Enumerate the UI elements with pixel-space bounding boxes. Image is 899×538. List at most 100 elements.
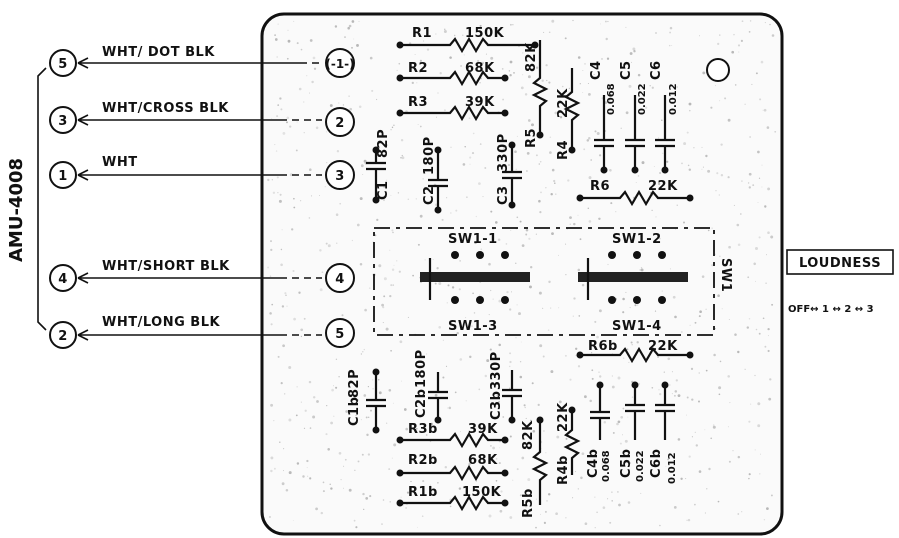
loudness-label: LOUDNESS — [799, 256, 881, 271]
svg-text:C5b: C5b — [619, 449, 634, 478]
connector-pin-row-5: 2 WHT/LONG BLK 5 — [49, 315, 355, 349]
svg-text:R4b: R4b — [556, 455, 571, 485]
svg-text:C2: C2 — [422, 185, 437, 205]
pin-number: 5 — [58, 57, 68, 72]
switch-ref-label: SW1 — [718, 258, 733, 292]
svg-text:330P: 330P — [496, 133, 511, 172]
wire-color-label: WHT/SHORT BLK — [102, 259, 230, 274]
svg-text:22K: 22K — [648, 339, 678, 354]
pad-number: (-1-) — [325, 57, 354, 71]
pin-number: 4 — [58, 272, 68, 287]
capacitor-c2: 180P C2 — [422, 136, 448, 214]
svg-text:R5: R5 — [524, 128, 539, 148]
connector-pin-row-3: 1 WHT 3 — [49, 155, 355, 190]
resistor-r1: R1 150K — [396, 26, 539, 54]
svg-text:39K: 39K — [468, 422, 498, 437]
capacitor-c2b: C2b 180P — [414, 349, 448, 424]
switch-section-label: SW1-4 — [612, 319, 662, 334]
svg-text:82K: 82K — [524, 42, 539, 72]
svg-text:22K: 22K — [556, 402, 571, 432]
resistor-value: 150K — [465, 26, 505, 41]
wire-color-label: WHT — [102, 155, 138, 170]
pin-number: 1 — [58, 169, 68, 184]
resistor-ref: R1 — [412, 26, 432, 41]
pad-number: 3 — [335, 169, 345, 184]
svg-text:150K: 150K — [462, 485, 502, 500]
svg-text:R2b: R2b — [408, 453, 438, 468]
capacitor-c3: 330P C3 — [496, 133, 522, 209]
svg-text:0.068: 0.068 — [601, 450, 612, 482]
connector-pin-row-1: 5 WHT/ DOT BLK (-1-) — [49, 45, 355, 78]
svg-text:R5b: R5b — [521, 488, 536, 518]
svg-text:68K: 68K — [468, 453, 498, 468]
switch-section-label: SW1-2 — [612, 232, 662, 247]
svg-text:0.022: 0.022 — [637, 83, 648, 115]
svg-text:R3b: R3b — [408, 422, 438, 437]
switch-section-label: SW1-3 — [448, 319, 498, 334]
resistor-r2: R2 68K — [396, 61, 509, 87]
svg-text:C6b: C6b — [649, 449, 664, 478]
svg-text:C1: C1 — [376, 180, 391, 200]
capacitor-c1b: C1b 82P — [347, 368, 386, 434]
svg-text:82P: 82P — [347, 369, 362, 398]
resistor-r2b: R2b 68K — [396, 453, 509, 482]
pad-number: 2 — [335, 116, 345, 131]
svg-text:R1b: R1b — [408, 485, 438, 500]
resistor-r1b: R1b 150K — [396, 485, 509, 512]
svg-text:C6: C6 — [649, 60, 664, 80]
svg-text:C4b: C4b — [586, 449, 601, 478]
wire-color-label: WHT/ DOT BLK — [102, 45, 215, 60]
svg-text:330P: 330P — [489, 351, 504, 390]
resistor-r6b: R6b 22K — [576, 339, 694, 364]
svg-text:82P: 82P — [376, 129, 391, 158]
connector-model-label: AMU-4008 — [6, 158, 27, 262]
resistor-r4: 22K R4 — [556, 68, 581, 160]
loudness-legend: LOUDNESS OFF↔ 1 ↔ 2 ↔ 3 — [786, 249, 894, 315]
connector-pin-row-4: 4 WHT/SHORT BLK 4 — [49, 259, 355, 293]
mounting-hole — [706, 58, 730, 82]
svg-text:C2b: C2b — [414, 389, 429, 418]
wire-color-label: WHT/LONG BLK — [102, 315, 220, 330]
resistor-r3b: R3b 39K — [396, 422, 509, 449]
resistor-r5b: 82K R5b — [521, 416, 549, 518]
svg-text:R6b: R6b — [588, 339, 618, 354]
connector-pin-row-2: 3 WHT/CROSS BLK 2 — [49, 101, 355, 137]
svg-text:C3b: C3b — [489, 391, 504, 420]
loudness-positions: OFF↔ 1 ↔ 2 ↔ 3 — [788, 304, 874, 315]
pin-number: 3 — [58, 114, 68, 129]
capacitor-c6b: C6b 0.012 — [649, 381, 678, 484]
capacitor-c5: C5 0.022 — [619, 60, 648, 174]
switch-sw1: SW1-1 SW1-2 SW1-3 SW1-4 SW1 — [373, 227, 733, 336]
resistor-r3: R3 39K — [396, 95, 509, 122]
svg-text:180P: 180P — [422, 136, 437, 175]
wire-color-label: WHT/CROSS BLK — [102, 101, 229, 116]
resistor-r6: R6 22K — [576, 179, 694, 207]
connector-bus — [37, 67, 47, 331]
svg-text:82K: 82K — [521, 420, 536, 450]
resistor-value: 68K — [465, 61, 495, 76]
capacitor-c6: C6 0.012 — [649, 60, 679, 174]
resistor-r4b: 22K R4b — [556, 402, 581, 485]
capacitor-c3b: C3b 330P — [489, 351, 522, 424]
resistor-ref: R2 — [408, 61, 428, 76]
svg-text:R4: R4 — [556, 140, 571, 160]
svg-text:0.068: 0.068 — [606, 83, 617, 115]
capacitor-c4: C4 0.068 — [589, 60, 617, 174]
svg-text:22K: 22K — [648, 179, 678, 194]
svg-text:180P: 180P — [414, 349, 429, 388]
svg-text:R6: R6 — [590, 179, 610, 194]
pcb-texture — [267, 19, 777, 529]
svg-text:C3: C3 — [496, 185, 511, 205]
svg-text:0.012: 0.012 — [668, 83, 679, 115]
capacitor-c4b: C4b 0.068 — [586, 381, 612, 482]
svg-text:C1b: C1b — [347, 397, 362, 426]
resistor-r5: 82K R5 — [524, 40, 549, 148]
pad-number: 5 — [335, 327, 345, 342]
svg-text:C4: C4 — [589, 60, 604, 80]
svg-text:0.022: 0.022 — [635, 450, 646, 482]
svg-text:22K: 22K — [556, 88, 571, 118]
svg-text:C5: C5 — [619, 60, 634, 80]
resistor-value: 39K — [465, 95, 495, 110]
svg-text:0.012: 0.012 — [667, 452, 678, 484]
